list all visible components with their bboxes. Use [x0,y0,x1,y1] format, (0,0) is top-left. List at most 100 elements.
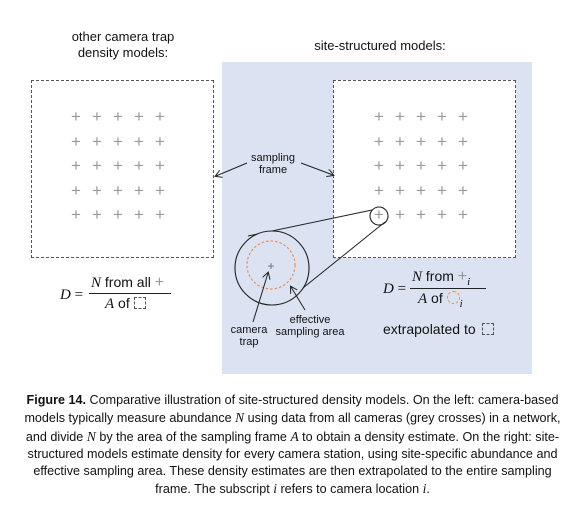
caption-variable: A [290,428,299,444]
camera-cross: + [374,107,384,126]
camera-cross: + [92,131,102,151]
effective-area-circle [246,240,296,290]
extrapolated-label: extrapolated to [383,321,494,337]
caption-part: to obtain a density estimate. On the rig… [27,429,560,497]
right-formula-d: D [383,281,394,297]
camera-cross: + [134,180,144,200]
camera-cross: + [113,107,123,126]
camera-cross: + [71,131,81,151]
camera-cross: + [416,107,426,126]
caption-figure-label: Figure 14. [26,393,87,407]
camera-cross: + [416,205,426,224]
camera-cross: + [71,180,81,200]
camera-cross: + [437,156,447,175]
left-num-n: N [91,275,102,291]
effective-area-label-line2: sampling area [275,326,345,338]
camera-cross: + [416,131,426,151]
camera-cross: + [374,180,384,200]
sampling-frame-label-line1: sampling [250,152,296,164]
right-den-subscript: i [459,297,463,310]
camera-cross: + [113,180,123,200]
caption-variable: i [273,481,277,497]
effective-area-label: effective sampling area [270,314,350,338]
camera-cross: + [155,107,165,126]
left-heading-line1: other camera trap [71,29,175,44]
sampling-arrow-right [300,162,333,175]
right-formula-lhs: D = [383,281,406,298]
left-num-text: from all [101,274,155,290]
right-formula-numerator: N from +i [412,268,470,288]
camera-cross: + [458,180,468,200]
sampling-frame-label-line2: frame [258,164,288,176]
left-heading-line2: density models: [77,45,169,60]
right-sampling-frame [333,80,516,258]
camera-cross: + [395,131,405,151]
camera-trap-cross: + [267,259,274,273]
camera-cross: + [437,205,447,224]
camera-trap-label-line2: trap [239,336,259,348]
caption-part: refers to camera location [276,482,423,497]
camera-cross: + [395,180,405,200]
left-formula-numerator: N from all + [91,274,164,292]
right-den-a: A [418,291,428,307]
left-den-a: A [105,296,115,312]
sampling-arrow-left [216,162,248,176]
camera-cross: + [155,156,165,175]
camera-trap-label-line1: camera [230,324,268,336]
camera-cross: + [92,156,102,175]
camera-cross: + [458,107,468,126]
left-formula-d: D [60,287,71,303]
camera-cross: + [458,131,468,151]
left-sampling-frame [31,80,214,258]
camera-cross: + [113,131,123,151]
effective-area-label-line1: effective [289,314,331,326]
grey-cross-icon: + [457,268,468,285]
left-heading: other camera trap density models: [48,29,198,61]
camera-cross: + [134,205,144,224]
right-den-text: of [427,290,447,306]
camera-cross: + [458,156,468,175]
right-num-text: from [422,268,458,284]
camera-cross: + [374,205,384,224]
camera-cross: + [374,156,384,175]
camera-cross: + [92,205,102,224]
camera-cross: + [155,131,165,151]
camera-cross: + [416,156,426,175]
caption-variable: N [235,410,245,426]
camera-cross: + [395,205,405,224]
camera-cross: + [71,107,81,126]
right-formula-eq: = [397,281,407,297]
camera-cross: + [71,156,81,175]
caption-variable: i [422,481,427,497]
camera-cross: + [113,156,123,175]
left-den-text: of [114,295,134,311]
right-heading: site-structured models: [314,38,446,53]
extrapolated-text: extrapolated to [383,321,476,337]
caption-part: by the area of the sampling frame [95,429,291,444]
camera-cross: + [374,131,384,151]
effective-area-icon [446,291,460,304]
camera-cross: + [155,205,165,224]
camera-trap-label: camera trap [226,324,272,348]
camera-cross: + [155,180,165,200]
camera-cross: + [416,180,426,200]
camera-cross: + [71,205,81,224]
right-num-subscript: i [467,275,471,288]
camera-cross: + [437,131,447,151]
camera-cross: + [437,180,447,200]
camera-cross: + [458,205,468,224]
camera-cross: + [92,180,102,200]
right-num-n: N [412,269,423,285]
caption-part: Comparative illustration of site-structu… [24,393,559,426]
left-formula-denominator: A of [105,295,146,313]
caption-part: . [426,482,430,497]
camera-cross: + [395,156,405,175]
camera-cross: + [113,205,123,224]
right-formula-denominator: A of i [418,290,463,310]
zoom-line-bottom [297,221,386,293]
caption-part: using data from all cameras (grey crosse… [25,411,561,444]
camera-cross: + [437,107,447,126]
highlighted-camera-circle [369,206,389,226]
camera-cross: + [92,107,102,126]
